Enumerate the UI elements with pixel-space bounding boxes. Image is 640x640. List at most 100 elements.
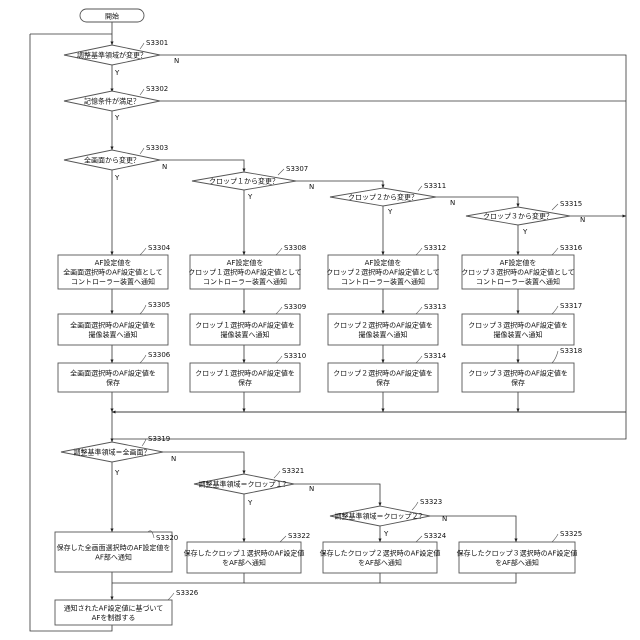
- process-text: 撮像装置へ通知: [359, 330, 408, 339]
- process-box: [55, 532, 172, 572]
- decision-text: 調整基準領域＝クロップ１？: [199, 480, 290, 489]
- step-label-s3316: S3316: [560, 244, 583, 252]
- decision-text: クロップ３から変更？: [483, 212, 553, 221]
- connector-line: [160, 160, 244, 172]
- step-label-s3320: S3320: [156, 534, 178, 542]
- no-label: N: [174, 57, 179, 65]
- step-label-s3311: S3311: [424, 182, 446, 190]
- process-box: [190, 314, 300, 345]
- process-s3316: AF設定値をクロップ３選択時のAF設定値としてコントローラー装置へ通知: [461, 255, 575, 289]
- no-label: N: [580, 216, 585, 224]
- step-leader-line: [552, 306, 558, 314]
- decision-s3319: 調整基準領域＝全画面？: [61, 442, 163, 462]
- yes-label: Y: [522, 228, 528, 236]
- process-text: クロップ１選択時のAF設定値を: [195, 320, 295, 329]
- no-label: N: [309, 485, 314, 493]
- step-label-s3313: S3313: [424, 303, 446, 311]
- step-label-s3304: S3304: [148, 244, 171, 252]
- process-text: コントローラー装置へ通知: [341, 277, 425, 286]
- step-leader-line: [276, 248, 282, 255]
- process-s3317: クロップ３選択時のAF設定値を撮像装置へ通知: [462, 314, 574, 345]
- process-text: クロップ３選択時のAF設定値を: [468, 320, 568, 329]
- process-text: 通知されたAF設定値に基づいて: [64, 603, 164, 612]
- decision-s3311: クロップ２から変更？: [330, 188, 436, 206]
- decision-text: クロップ２から変更？: [348, 193, 418, 202]
- step-leader-line: [278, 169, 284, 175]
- process-text: AF設定値を: [227, 258, 264, 267]
- process-s3318: クロップ３選択時のAF設定値を保存: [462, 363, 574, 392]
- process-box: [462, 363, 574, 392]
- no-label: N: [442, 515, 447, 523]
- process-text: クロップ２選択時のAF設定値として: [326, 268, 440, 277]
- no-label: N: [450, 199, 455, 207]
- process-text: AFを制御する: [92, 613, 136, 622]
- process-text: コントローラー装置へ通知: [476, 277, 560, 286]
- step-label-s3318: S3318: [560, 347, 582, 355]
- decision-text: 全画面から変更？: [84, 156, 140, 165]
- process-text: をAF部へ通知: [222, 558, 266, 567]
- process-s3325: 保存したクロップ３選択時のAF設定値をAF部へ通知: [457, 542, 578, 573]
- process-text: 撮像装置へ通知: [89, 330, 138, 339]
- step-leader-line: [552, 248, 558, 255]
- step-leader-line: [140, 89, 144, 95]
- decision-text: 記憶条件が満足？: [84, 97, 140, 106]
- process-text: 保存: [238, 378, 252, 387]
- connector-line: [112, 573, 244, 583]
- process-text: AF設定値を: [95, 258, 132, 267]
- yes-label: Y: [247, 499, 253, 507]
- step-leader-line: [276, 356, 282, 363]
- process-s3326: 通知されたAF設定値に基づいてAFを制御する: [55, 600, 172, 625]
- decision-s3315: クロップ３から変更？: [466, 207, 570, 225]
- step-label-s3323: S3323: [420, 498, 442, 506]
- step-leader-line: [552, 534, 558, 542]
- process-text: 撮像装置へ通知: [221, 330, 270, 339]
- process-box: [58, 363, 168, 392]
- yes-label: Y: [114, 69, 120, 77]
- process-box: [328, 314, 438, 345]
- step-label-s3309: S3309: [284, 303, 306, 311]
- process-s3320: 保存した全画面選択時のAF設定値をAF部へ通知: [55, 532, 172, 572]
- step-label-s3310: S3310: [284, 352, 306, 360]
- process-text: クロップ２選択時のAF設定値を: [333, 320, 433, 329]
- no-label: N: [171, 455, 176, 463]
- process-text: クロップ１選択時のAF設定値として: [188, 268, 302, 277]
- process-s3313: クロップ２選択時のAF設定値を撮像装置へ通知: [328, 314, 438, 345]
- yes-label: Y: [114, 174, 120, 182]
- process-text: クロップ３選択時のAF設定値として: [461, 268, 575, 277]
- process-text: 保存したクロップ１選択時のAF設定値: [184, 548, 305, 557]
- decision-text: 調整基準領域が変更？: [77, 51, 147, 60]
- yes-label: Y: [247, 193, 253, 201]
- yes-label: Y: [114, 114, 120, 122]
- step-label-s3302: S3302: [146, 85, 168, 93]
- process-text: 保存: [376, 378, 390, 387]
- step-label-s3306: S3306: [148, 351, 171, 359]
- step-leader-line: [140, 305, 146, 314]
- step-leader-line: [416, 536, 422, 542]
- step-leader-line: [416, 248, 422, 255]
- step-label-s3325: S3325: [560, 530, 582, 538]
- process-box: [462, 314, 574, 345]
- step-leader-line: [140, 148, 144, 154]
- process-text: クロップ３選択時のAF設定値を: [468, 368, 568, 377]
- process-s3324: 保存したクロップ２選択時のAF設定値をAF部へ通知: [320, 542, 441, 573]
- process-box: [187, 542, 301, 573]
- process-box: [323, 542, 437, 573]
- step-label-s3301: S3301: [146, 39, 168, 47]
- step-leader-line: [140, 355, 146, 363]
- step-label-s3303: S3303: [146, 144, 168, 152]
- yes-label: Y: [114, 469, 120, 477]
- step-leader-line: [412, 502, 418, 510]
- terminator-text: 開始: [105, 12, 119, 21]
- connector-line: [294, 484, 380, 506]
- decision-s3301: 調整基準領域が変更？: [64, 45, 160, 65]
- process-s3322: 保存したクロップ１選択時のAF設定値をAF部へ通知: [184, 542, 305, 573]
- step-label-s3305: S3305: [148, 301, 170, 309]
- process-s3310: クロップ１選択時のAF設定値を保存: [190, 363, 300, 392]
- process-text: 保存した全画面選択時のAF設定値を: [57, 543, 171, 552]
- process-s3312: AF設定値をクロップ２選択時のAF設定値としてコントローラー装置へ通知: [326, 255, 440, 289]
- step-leader-line: [168, 593, 174, 600]
- step-label-s3315: S3315: [560, 200, 582, 208]
- decision-s3307: クロップ１から変更？: [192, 172, 296, 190]
- process-text: 保存したクロップ３選択時のAF設定値: [457, 548, 578, 557]
- process-s3305: 全画面選択時のAF設定値を撮像装置へ通知: [58, 314, 168, 345]
